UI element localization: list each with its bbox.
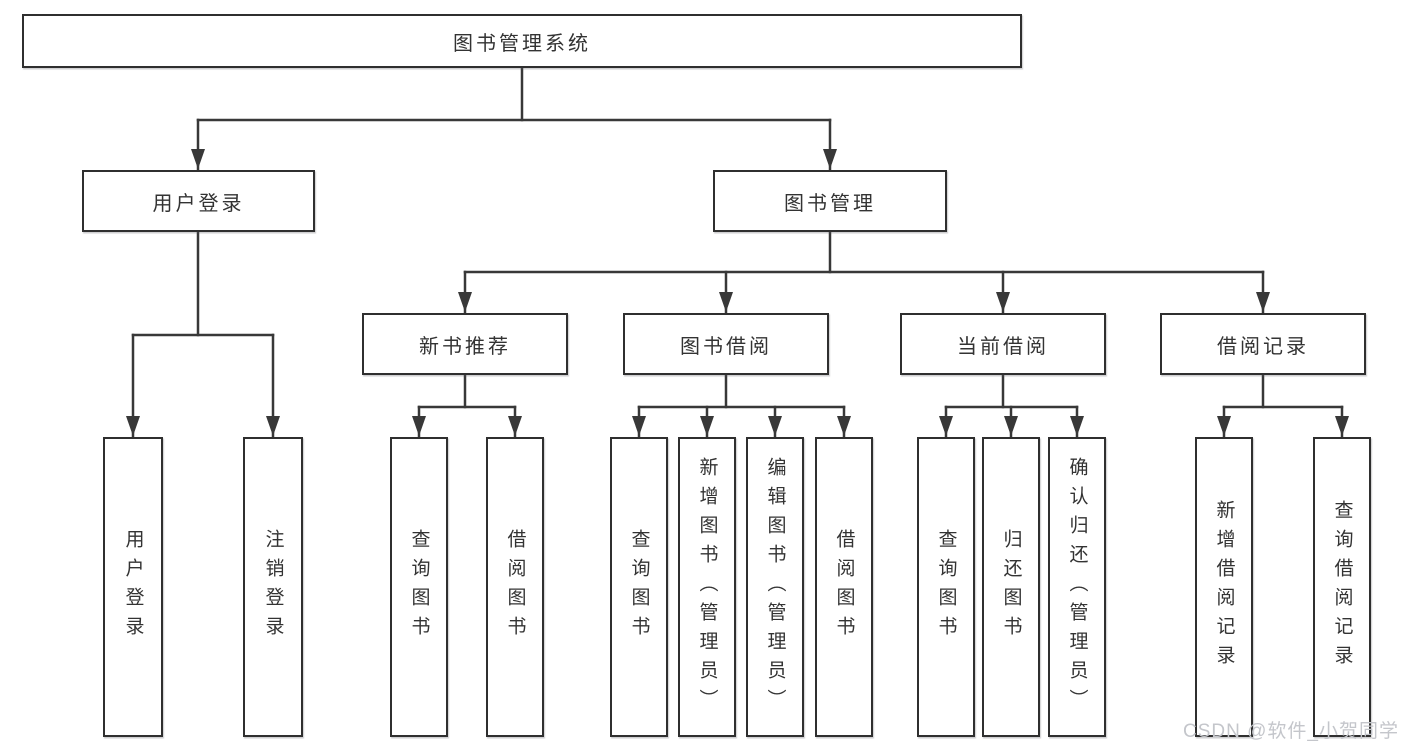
node-book-management: 图书管理 (713, 170, 947, 232)
node-borrow-records: 借阅记录 (1160, 313, 1366, 375)
connector-user-login (126, 230, 280, 438)
connector-new-book-recommend (412, 373, 522, 438)
node-user-login: 用户登录 (82, 170, 315, 232)
leaf-add-book-admin: 新增图书（管理员） (678, 437, 736, 737)
leaf-query-books-current: 查询图书 (917, 437, 975, 737)
leaf-add-borrow-record: 新增借阅记录 (1195, 437, 1253, 737)
node-new-book-recommend: 新书推荐 (362, 313, 568, 375)
leaf-query-books-borrow: 查询图书 (610, 437, 668, 737)
node-root: 图书管理系统 (22, 14, 1022, 68)
connector-borrow-records (1217, 373, 1349, 438)
leaf-user-login: 用户登录 (103, 437, 163, 737)
watermark: CSDN @软件_小贺同学 (1183, 721, 1399, 742)
connector-current-borrow (939, 373, 1084, 438)
connector-root (191, 66, 837, 171)
leaf-edit-book-admin: 编辑图书（管理员） (746, 437, 804, 737)
node-book-borrow: 图书借阅 (623, 313, 829, 375)
connector-book-borrow (632, 373, 851, 438)
leaf-query-borrow-record: 查询借阅记录 (1313, 437, 1371, 737)
leaf-borrow-books: 借阅图书 (815, 437, 873, 737)
node-current-borrow: 当前借阅 (900, 313, 1106, 375)
leaf-return-book: 归还图书 (982, 437, 1040, 737)
leaf-confirm-return-admin: 确认归还（管理员） (1048, 437, 1106, 737)
leaf-query-books-recommend: 查询图书 (390, 437, 448, 737)
connector-book-management (458, 230, 1270, 314)
leaf-borrow-books-recommend: 借阅图书 (486, 437, 544, 737)
leaf-logout: 注销登录 (243, 437, 303, 737)
